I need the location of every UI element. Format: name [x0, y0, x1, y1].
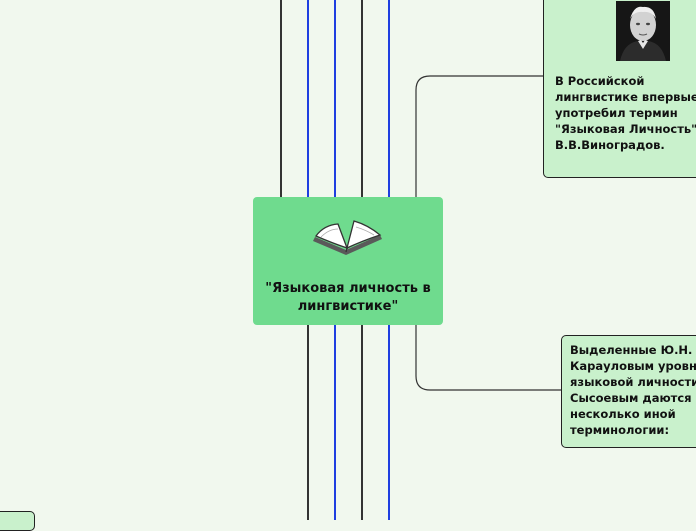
connector-branch-vinogradov [415, 75, 543, 197]
topic-text: Выделенные Ю.Н. Карауловым уровни языков… [570, 343, 696, 437]
open-book-icon [313, 220, 382, 255]
central-topic-title: "Языковая личность в лингвистике" [265, 281, 431, 314]
topic-offscreen[interactable] [0, 511, 35, 531]
topic-text: В Российской лингвистике впервые употреб… [555, 74, 696, 152]
portrait-photo [616, 1, 670, 61]
topic-karaulov[interactable]: Выделенные Ю.Н. Карауловым уровни языков… [561, 335, 696, 448]
connector-lines [280, 0, 561, 520]
connector-branch-karaulov [415, 325, 561, 391]
central-topic[interactable]: "Языковая личность в лингвистике" [253, 197, 443, 325]
topic-vinogradov[interactable]: В Российской лингвистике впервые употреб… [543, 0, 696, 178]
